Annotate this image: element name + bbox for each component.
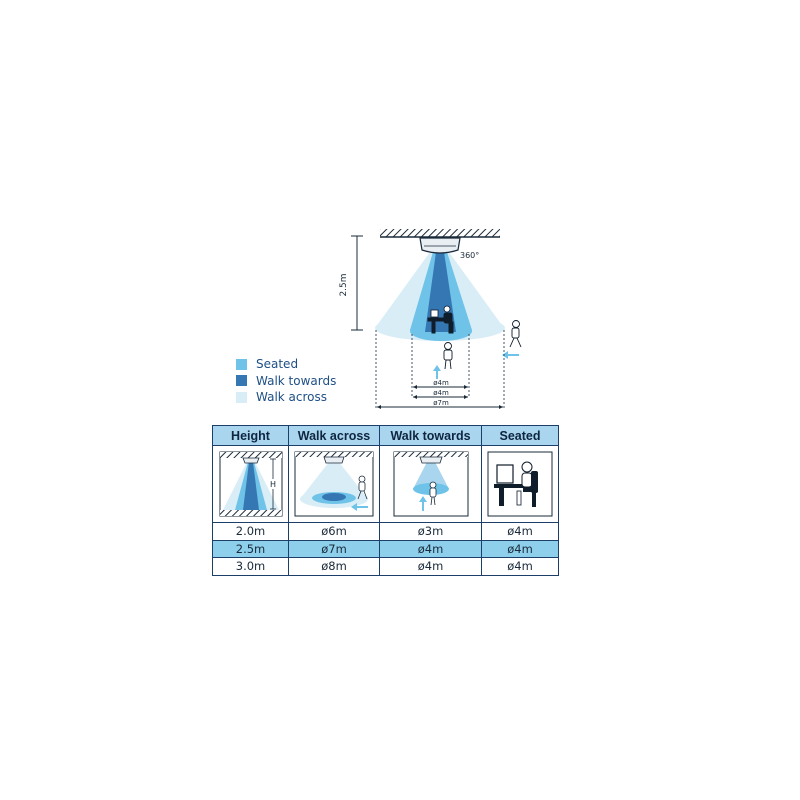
cell-seated: ø4m xyxy=(481,557,559,576)
legend-label: Walk towards xyxy=(256,373,337,388)
table-row: 3.0m ø8m ø4m ø4m xyxy=(212,557,559,576)
height-illustration: H xyxy=(212,445,289,523)
seated-illustration xyxy=(481,445,559,523)
cell-seated: ø4m xyxy=(481,522,559,541)
header-walk-across: Walk across xyxy=(288,425,380,446)
diameter-label-walk-towards: ø4m xyxy=(433,379,449,387)
walking-towards-person-icon xyxy=(443,342,453,370)
cell-walk-towards: ø4m xyxy=(379,539,482,558)
diameter-label-walk-across: ø7m xyxy=(433,399,449,407)
table-row-highlighted: 2.5m ø7m ø4m ø4m xyxy=(212,539,559,558)
legend-label: Seated xyxy=(256,357,299,372)
header-seated: Seated xyxy=(481,425,559,446)
legend-swatch-walk-towards xyxy=(236,375,247,387)
table-icon-row: H xyxy=(212,445,559,523)
diameter-label-seated: ø4m xyxy=(433,389,449,397)
cell-walk-across: ø8m xyxy=(288,557,380,576)
walking-across-person-icon xyxy=(509,320,522,348)
cell-height: 2.0m xyxy=(212,522,289,541)
legend-label: Walk across xyxy=(256,390,328,405)
cell-walk-across: ø6m xyxy=(288,522,380,541)
ceiling xyxy=(380,229,500,237)
header-walk-towards: Walk towards xyxy=(379,425,482,446)
cell-seated: ø4m xyxy=(481,539,559,558)
arrow-up-icon xyxy=(433,365,441,379)
cell-height: 3.0m xyxy=(212,557,289,576)
angle-label: 360° xyxy=(460,251,479,260)
walk-across-illustration xyxy=(288,445,380,523)
icon-height-label: H xyxy=(269,480,275,489)
legend-swatch-walk-across xyxy=(236,391,247,403)
legend-item-seated: Seated xyxy=(236,356,336,373)
cell-walk-across: ø7m xyxy=(288,539,380,558)
walk-towards-illustration xyxy=(379,445,482,523)
legend-item-walk-towards: Walk towards xyxy=(236,373,336,390)
cell-walk-towards: ø3m xyxy=(379,522,482,541)
table-header-row: Height Walk across Walk towards Seated xyxy=(212,425,559,446)
height-label: 2.5m xyxy=(339,273,349,296)
cell-height: 2.5m xyxy=(212,539,289,558)
table-row: 2.0m ø6m ø3m ø4m xyxy=(212,522,559,541)
seated-person-icon xyxy=(427,305,454,334)
legend: Seated Walk towards Walk across xyxy=(236,356,336,406)
arrow-left-icon xyxy=(502,351,519,359)
legend-swatch-seated xyxy=(236,358,247,370)
cell-walk-towards: ø4m xyxy=(379,557,482,576)
legend-item-walk-across: Walk across xyxy=(236,389,336,406)
header-height: Height xyxy=(212,425,289,446)
sensor-device xyxy=(419,237,461,254)
detection-range-table: Height Walk across Walk towards Seated H xyxy=(212,425,559,576)
